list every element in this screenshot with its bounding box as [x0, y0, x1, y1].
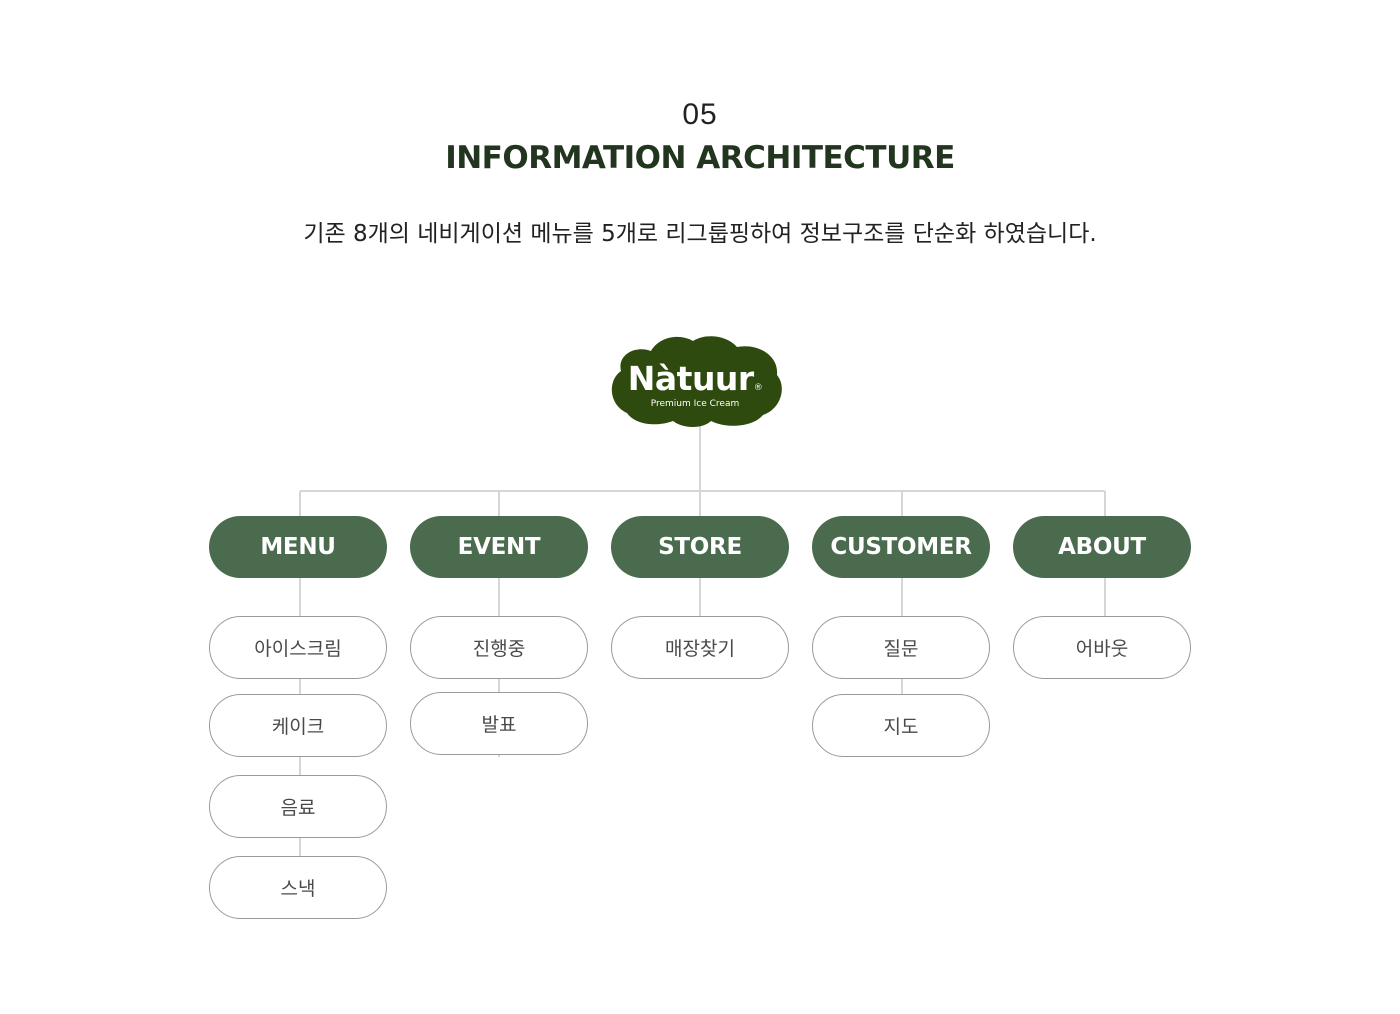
- subitem-map[interactable]: 지도: [812, 694, 990, 757]
- category-customer[interactable]: CUSTOMER: [812, 516, 990, 578]
- category-menu[interactable]: MENU: [209, 516, 387, 578]
- section-description: 기존 8개의 네비게이션 메뉴를 5개로 리그룹핑하여 정보구조를 단순화 하였…: [303, 221, 1097, 247]
- subitem-question[interactable]: 질문: [812, 616, 990, 679]
- subitem-ice-cream[interactable]: 아이스크림: [209, 616, 387, 679]
- cloud-logo-shape: [611, 336, 782, 427]
- logo-tagline: Premium Ice Cream: [650, 399, 740, 409]
- category-event[interactable]: EVENT: [410, 516, 588, 578]
- category-about[interactable]: ABOUT: [1013, 516, 1191, 578]
- subitem-snack[interactable]: 스낵: [209, 856, 387, 919]
- subitem-store-finder[interactable]: 매장찾기: [611, 616, 789, 679]
- subitem-ongoing[interactable]: 진행중: [410, 616, 588, 679]
- subitem-drink[interactable]: 음료: [209, 775, 387, 838]
- section-number: 05: [682, 98, 718, 131]
- subitem-about[interactable]: 어바웃: [1013, 616, 1191, 679]
- section-title: INFORMATION ARCHITECTURE: [445, 140, 955, 176]
- subitem-cake[interactable]: 케이크: [209, 694, 387, 757]
- natuur-logo: Nàtuur® Premium Ice Cream: [607, 333, 783, 429]
- logo-wordmark: Nàtuur®: [627, 359, 763, 398]
- subitem-announcement[interactable]: 발표: [410, 692, 588, 755]
- category-store[interactable]: STORE: [611, 516, 789, 578]
- registered-mark: ®: [753, 383, 763, 393]
